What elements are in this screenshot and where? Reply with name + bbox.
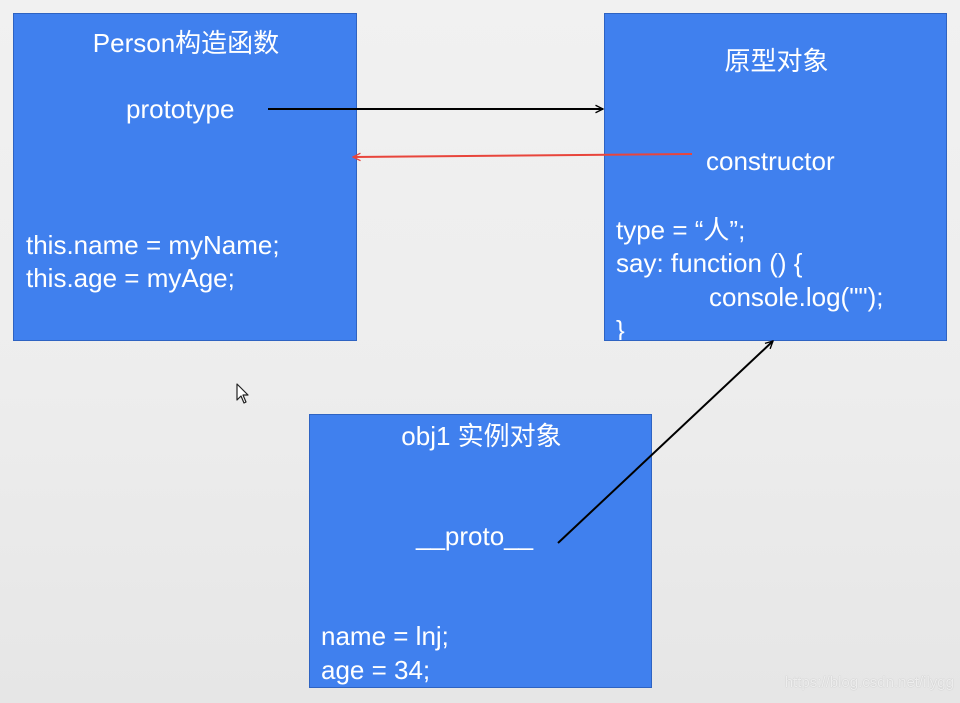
- instance-object-title: obj1 实例对象: [401, 421, 562, 451]
- proto-property-label: __proto__: [416, 521, 534, 551]
- constructor-body-line: this.name = myName;: [26, 230, 280, 260]
- constructor-to-person-arrow: [353, 154, 693, 157]
- person-constructor-title: Person构造函数: [92, 28, 280, 58]
- prototype-object-box: 原型对象 constructor type = “人”; say: functi…: [604, 13, 947, 341]
- prototype-body-line: }: [616, 315, 625, 341]
- prototype-property-label: prototype: [126, 94, 235, 124]
- instance-body-line: name = lnj;: [321, 621, 449, 651]
- mouse-pointer-icon: [236, 383, 249, 404]
- constructor-body-line: this.age = myAge;: [26, 263, 235, 293]
- source-watermark: https://blog.csdn.net/ilygg: [784, 674, 954, 691]
- prototype-body-line: console.log("");: [709, 282, 884, 312]
- prototype-body-line: say: function () {: [616, 248, 803, 278]
- prototype-body-line: type = “人”;: [616, 215, 746, 245]
- prototype-object-title: 原型对象: [724, 46, 829, 76]
- proto-to-prototype-object-arrow: [557, 341, 773, 544]
- instance-body-line: age = 34;: [321, 655, 431, 685]
- person-constructor-box: Person构造函数 prototype this.name = myName;…: [13, 13, 357, 341]
- instance-object-box: obj1 实例对象 __proto__ name = lnj; age = 34…: [309, 414, 652, 688]
- constructor-property-label: constructor: [706, 146, 835, 176]
